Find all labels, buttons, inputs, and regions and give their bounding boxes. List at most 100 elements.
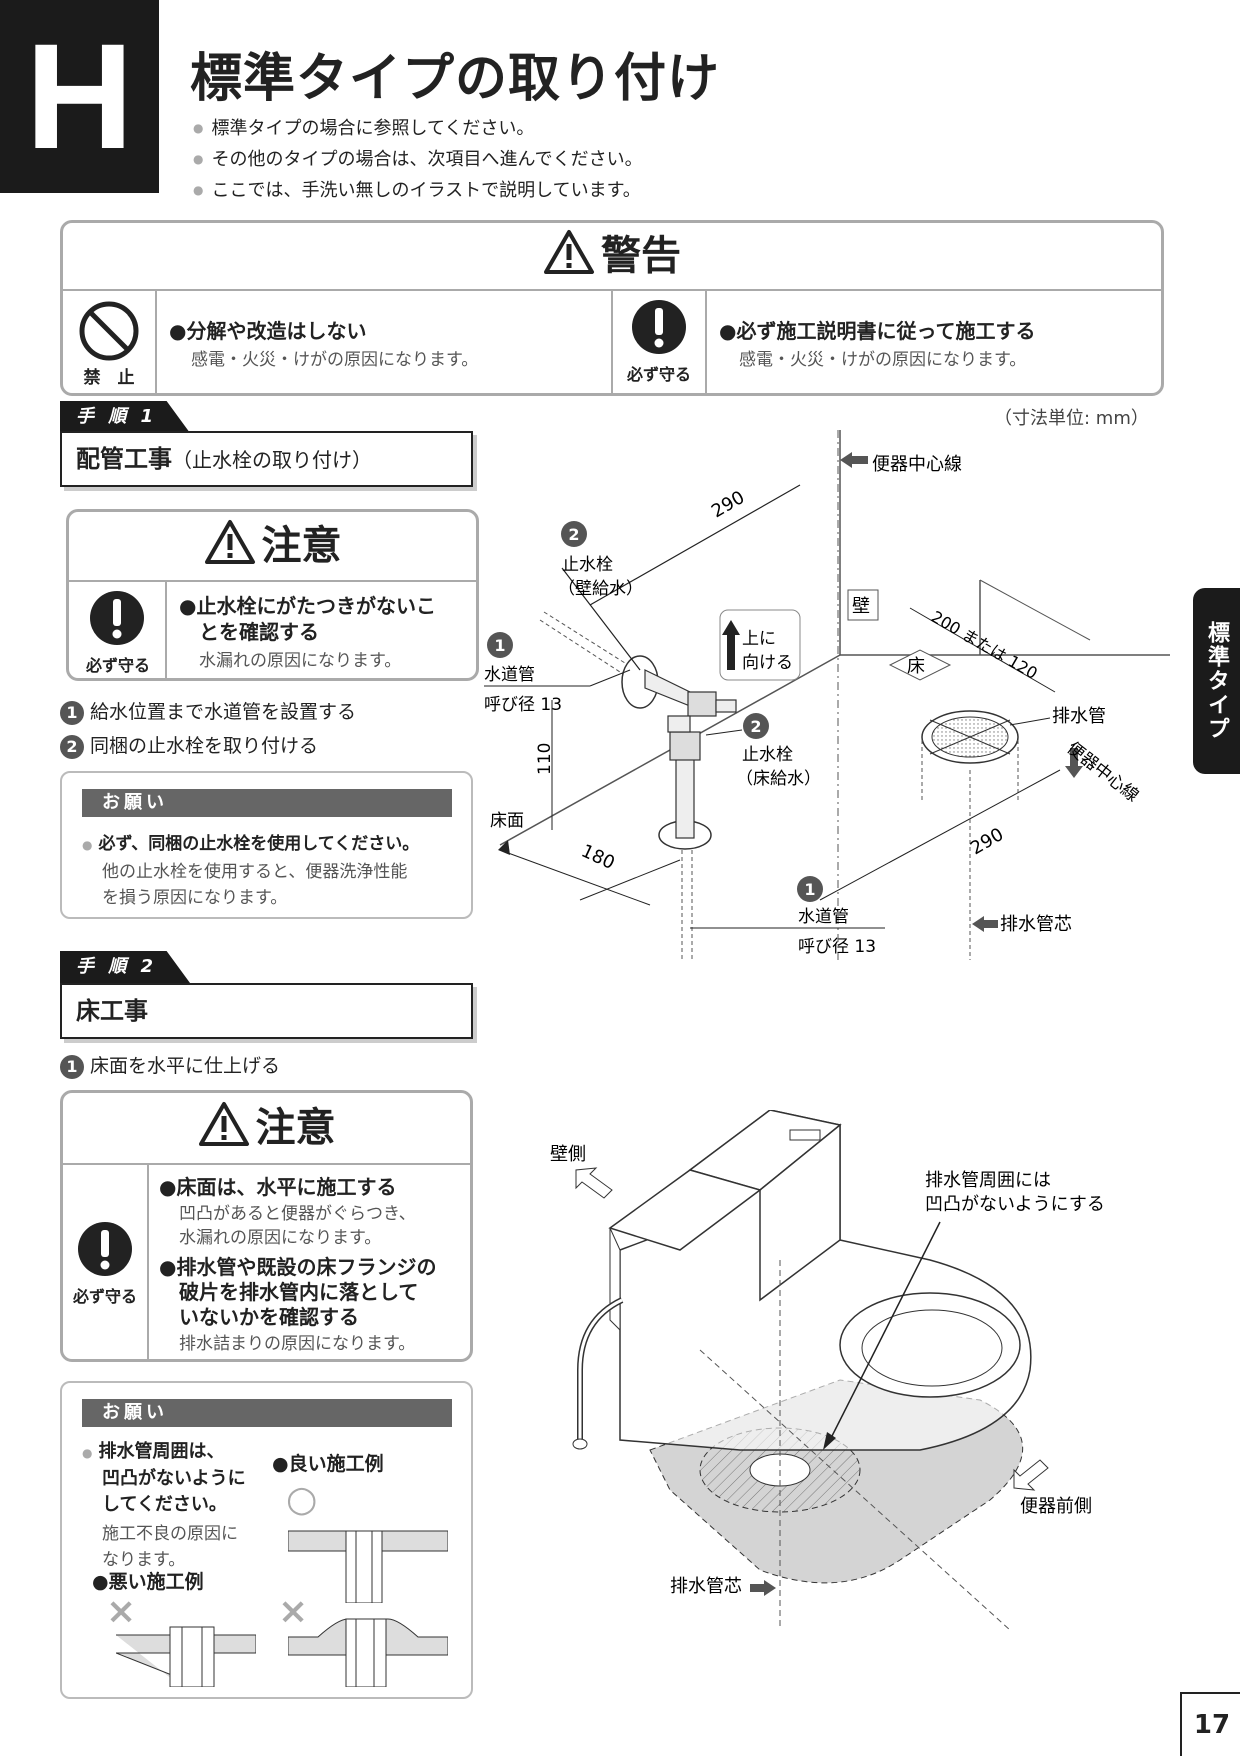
front-side-label: 便器前側 [1020,1496,1092,1517]
wall-side-label: 壁側 [550,1144,586,1165]
prohibited-label: 禁 止 [83,368,135,388]
step1-item-2: 2 同梱の止水栓を取り付ける [60,731,318,759]
arrow-down-right-icon [1013,1459,1049,1491]
request-title-l2: 凹凸がないように [102,1468,246,1489]
step1-subtitle: （止水栓の取り付け） [172,448,372,472]
request-desc-l1: 施工不良の原因に [102,1524,238,1544]
floor-surface-label: 床面 [490,811,524,831]
valve-floor-l1: 止水栓 [742,745,793,765]
step1-tag: 手 順 1 [60,401,190,433]
caution-desc: 水漏れの原因になります。 [199,651,402,671]
caution-d2: 排水詰まりの原因になります。 [179,1334,416,1354]
step2-item-1: 1 床面を水平に仕上げる [60,1051,280,1079]
caution-title-l2: とを確認する [199,620,319,644]
request-desc-l2: なります。 [102,1550,186,1570]
page-title: 標準タイプの取り付け [190,49,721,109]
warning-right-desc: 感電・火災・けがの原因になります。 [739,350,1027,370]
pipe-l2: 呼び径 13 [484,695,562,715]
drain-center-label: 排水管芯 [1000,914,1072,935]
mandatory-label: 必ず守る [626,365,691,384]
caution-heading-text: 注意 [261,523,342,569]
dim-290-bottom: 290 [967,824,1007,859]
step1-title: 配管工事 [76,445,172,473]
arrow-left-icon [972,916,998,932]
intro-bullet: 標準タイプの場合に参照してください。 [193,114,643,145]
intro-bullet: ここでは、手洗い無しのイラストで説明しています。 [193,176,643,207]
request-heading: お願い [82,1399,452,1427]
warning-box: 警告 禁 止 ●分解や改造はしない 感電・火災・けがの原因になります。 必ず守る… [60,220,1164,396]
arrow-up-icon [722,620,740,670]
item-text: 床面を水平に仕上げる [90,1055,281,1077]
caution-d1-l2: 水漏れの原因になります。 [179,1228,382,1248]
valve-floor-num: 2 [750,717,761,736]
drain-pipe-label: 排水管 [1052,706,1106,727]
floor-label: 床 [907,656,925,677]
intro-bullets: 標準タイプの場合に参照してください。 その他のタイプの場合は、次項目へ進んでくだ… [193,114,643,207]
page-number: 17 [1180,1692,1240,1756]
warning-left-title: ●分解や改造はしない [169,319,367,343]
bad-mark-1: × [106,1591,137,1632]
warning-triangle-icon [198,1102,249,1146]
warning-heading: 警告 [63,223,1161,291]
pipe2-l1: 水道管 [798,907,849,927]
dim-200-120: 200 または 120 [928,607,1041,683]
valve-wall-l2: （壁給水） [558,579,643,599]
step1-caution-box: 注意 必ず守る ●止水栓にがたつきがないこ とを確認する 水漏れの原因になります… [66,509,479,681]
valve-wall-num: 2 [568,525,579,544]
caution-heading-text: 注意 [255,1105,336,1151]
pipe-num: 1 [494,636,505,655]
request-desc-l2: を損う原因になります。 [102,888,288,908]
valve-floor-l2: （床給水） [736,769,821,789]
caution-heading: 注意 [69,512,476,582]
caution-t2-l1: ●排水管や既設の床フランジの [159,1255,437,1279]
request-title: 必ず、同梱の止水栓を使用してください。 [98,834,420,854]
caution-t1: ●床面は、水平に施工する [159,1175,397,1199]
item-number: 2 [60,735,84,759]
mandatory-label: 必ず守る [72,1287,137,1306]
toilet-diagram: 壁側 排水管周囲には 凹凸がないようにする 便器前側 排水管芯 [550,1110,1105,1630]
section-letter: H [0,0,159,193]
item-number: 1 [60,701,84,725]
caution-t2-l3: いないかを確認する [179,1305,359,1329]
item-number: 1 [60,1055,84,1079]
step2-caution-box: 注意 必ず守る ●床面は、水平に施工する 凹凸があると便器がぐらつき、 水漏れの… [60,1090,473,1362]
bad-example-label: ●悪い施工例 [92,1571,204,1593]
center-line-label: 便器中心線 [872,454,962,475]
side-tab: 標準タイプ [1193,588,1240,774]
mandatory-icon [90,591,144,645]
request-heading: お願い [82,789,452,817]
good-example-label: ●良い施工例 [272,1453,384,1475]
caution-t2-l2: 破片を排水管内に落として [179,1280,419,1304]
wall-label: 壁 [852,596,870,617]
bad-example-illustration-1 [116,1626,256,1687]
request-bullet: ●必ず、同梱の止水栓を使用してください。 [82,834,420,854]
unit-note: （寸法単位: mm） [994,408,1149,429]
step1-title-box: 配管工事（止水栓の取り付け） [60,431,473,487]
dim-180: 180 [578,840,618,874]
pipe-l1: 水道管 [484,665,535,685]
warning-triangle-icon [204,520,255,564]
arrow-left-icon [840,452,868,468]
item-text: 同梱の止水栓を取り付ける [90,735,319,757]
caution-d1-l1: 凹凸があると便器がぐらつき、 [179,1204,416,1224]
request-title-l3: してください。 [102,1494,227,1515]
warning-triangle-icon [544,230,594,274]
prohibited-icon [79,301,139,361]
arrow-down-icon [1065,748,1083,778]
step2-title-box: 床工事 [60,983,473,1039]
up-label-l2: 向ける [742,653,793,673]
dim-110: 110 [535,743,555,775]
bad-example-illustration-2 [288,1618,448,1687]
valve-wall-l1: 止水栓 [562,555,613,575]
warning-right-title: ●必ず施工説明書に従って施工する [719,319,1036,343]
piping-diagram: 便器中心線 290 2 止水栓 （壁給水） 壁 床 上に 向ける 200 または… [484,430,1170,960]
caution-heading: 注意 [63,1093,470,1165]
up-label-l1: 上に [742,629,776,649]
request-title-l1: 排水管周囲は、 [98,1441,225,1462]
drain-center-label: 排水管芯 [670,1576,742,1597]
dim-290-top: 290 [708,487,748,522]
warning-heading-text: 警告 [601,233,681,279]
step2-request-box: お願い ●排水管周囲は、 凹凸がないように してください。 施工不良の原因に な… [60,1381,473,1699]
request-desc-l1: 他の止水栓を使用すると、便器洗浄性能 [102,862,408,882]
